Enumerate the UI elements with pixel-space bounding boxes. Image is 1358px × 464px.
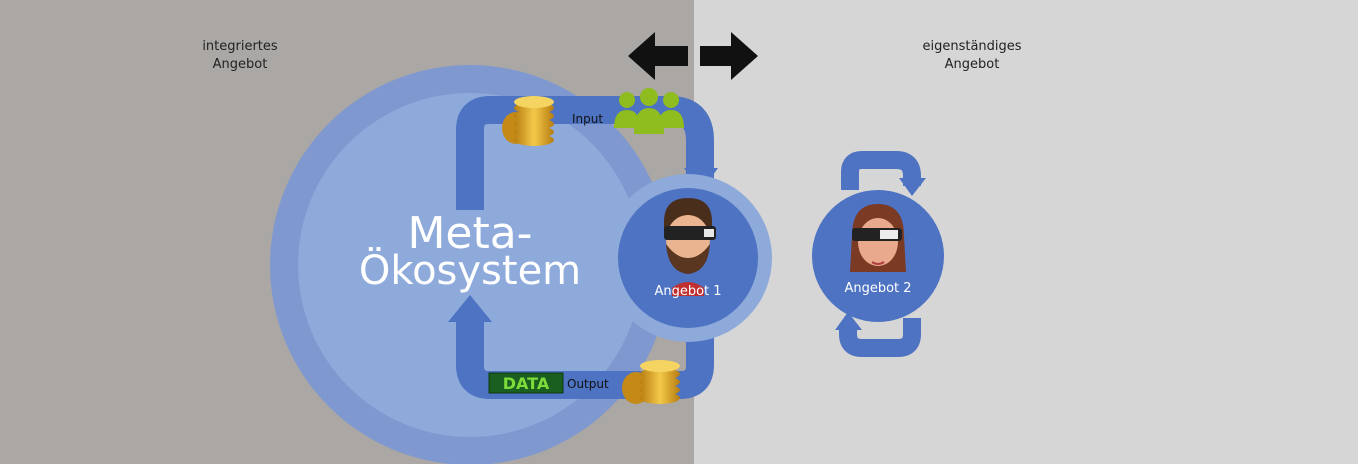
meta-label-line1: Meta-	[407, 208, 532, 259]
vr-woman-icon	[850, 204, 906, 272]
offer2-loop-arrow	[835, 151, 926, 357]
offer1-label: Angebot 1	[654, 284, 721, 299]
people-group-icon	[614, 88, 684, 134]
offer2-label: Angebot 2	[844, 281, 911, 296]
left-title-line2: Angebot	[213, 57, 268, 72]
left-title-line1: integriertes	[202, 39, 278, 54]
coin-stack-icon	[502, 96, 554, 146]
svg-text:DATA: DATA	[503, 374, 550, 393]
output-label: Output	[567, 377, 609, 391]
right-title-line1: eigenständiges	[922, 39, 1021, 54]
arrow-right-icon	[700, 32, 758, 80]
ecosystem-loop-arrow	[448, 96, 718, 399]
arrow-left-icon	[628, 32, 688, 80]
input-label: Input	[572, 112, 603, 126]
coin-stack-icon	[622, 360, 680, 404]
meta-label-line2: Ökosystem	[359, 246, 581, 294]
vr-man-icon	[664, 198, 716, 296]
meta-ecosystem-circle	[270, 65, 670, 464]
right-panel-background	[694, 0, 1358, 464]
right-title-line2: Angebot	[945, 57, 1000, 72]
data-badge: DATA	[488, 372, 564, 394]
